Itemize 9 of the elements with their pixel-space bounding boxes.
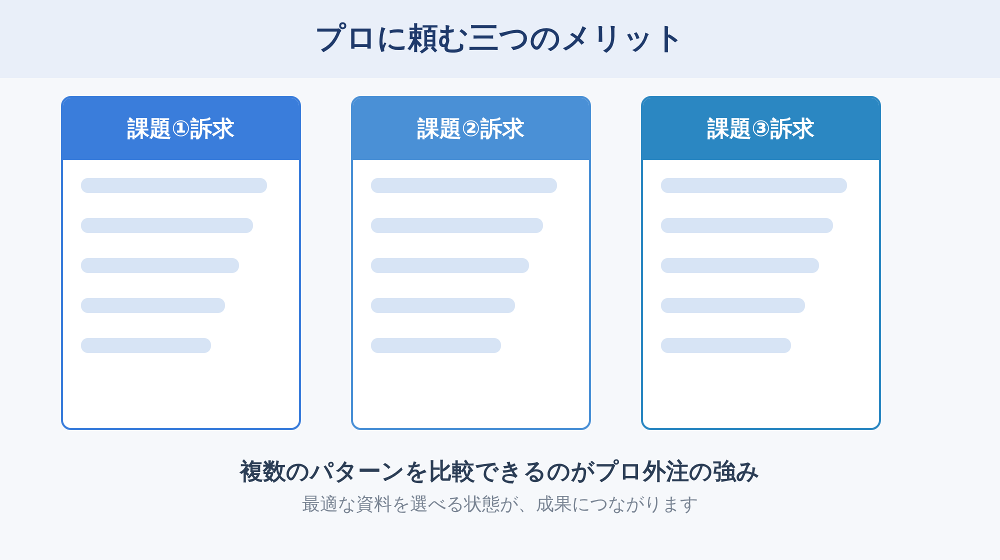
title: プロに頼む三つのメリット <box>315 20 685 58</box>
card-heading: 課題③訴求 <box>708 116 814 144</box>
subcaption: 最適な資料を選べる状態が、成果につながります <box>302 493 698 516</box>
card-heading: 課題②訴求 <box>418 116 524 144</box>
card <box>61 96 301 430</box>
caption: 複数のパターンを比較できるのがプロ外注の強み <box>240 458 760 487</box>
card <box>351 96 591 430</box>
card <box>641 96 881 430</box>
card-heading: 課題①訴求 <box>128 116 234 144</box>
